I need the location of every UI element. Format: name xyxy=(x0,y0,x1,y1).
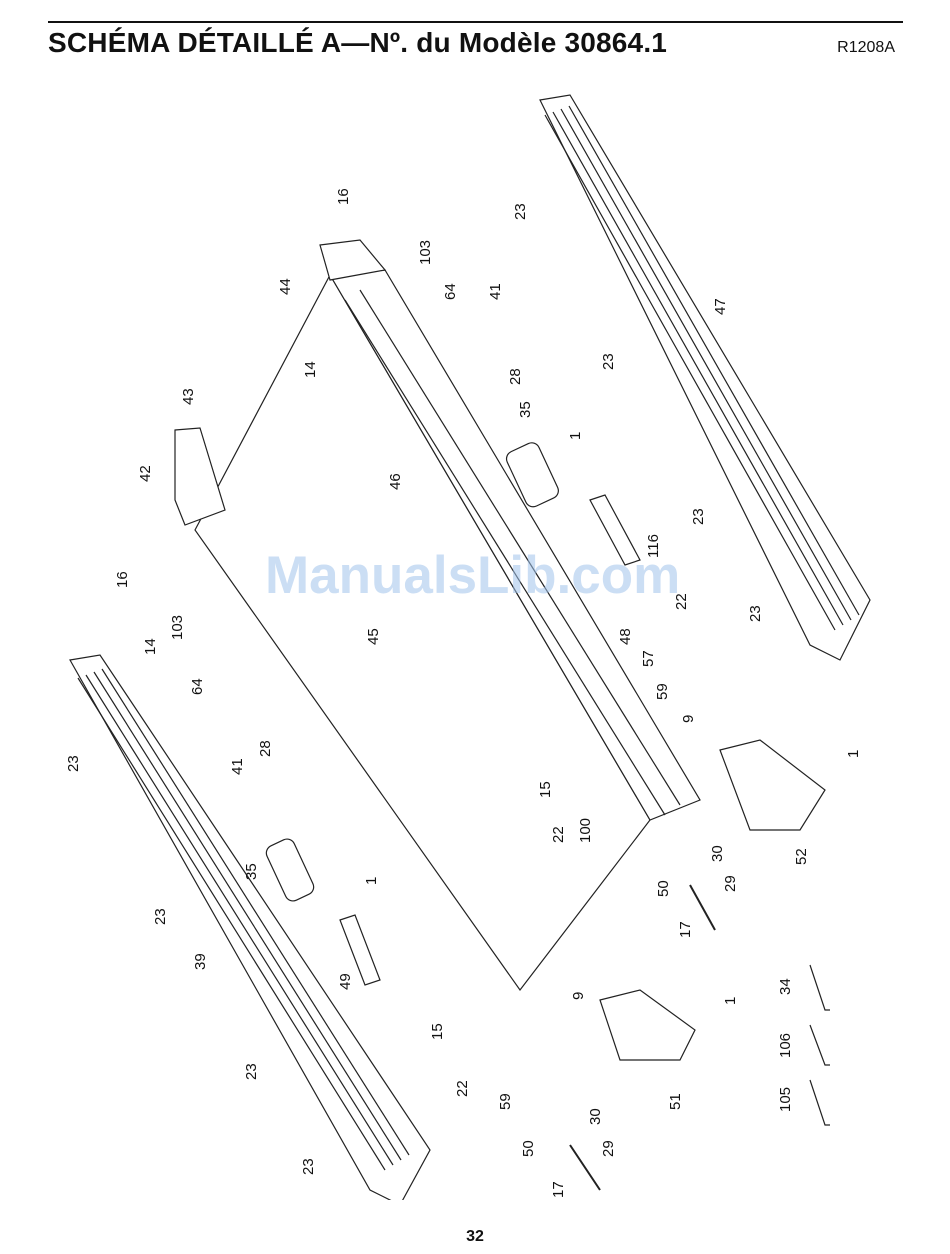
label-41-left: 41 xyxy=(229,758,246,775)
label-103-left: 103 xyxy=(169,615,186,640)
label-57: 57 xyxy=(640,650,657,667)
label-105: 105 xyxy=(777,1087,794,1112)
label-43: 43 xyxy=(180,388,197,405)
label-116: 116 xyxy=(645,534,662,558)
label-14-top: 14 xyxy=(302,361,319,378)
label-23-f: 23 xyxy=(152,908,169,925)
label-23-g: 23 xyxy=(243,1063,260,1080)
label-23-b: 23 xyxy=(600,353,617,370)
label-35-bottom: 35 xyxy=(243,863,260,880)
rear-foot-left xyxy=(600,990,695,1060)
label-29-right: 29 xyxy=(722,875,739,892)
label-23-e: 23 xyxy=(65,755,82,772)
diagram-drawing xyxy=(70,95,870,1200)
label-28-top: 28 xyxy=(507,368,524,385)
label-100: 100 xyxy=(577,818,594,843)
label-59-right: 59 xyxy=(654,683,671,700)
label-30-right: 30 xyxy=(709,845,726,862)
label-15-left: 15 xyxy=(429,1023,446,1040)
label-9-right: 9 xyxy=(680,715,697,723)
ubolt-34 xyxy=(810,965,830,1010)
label-23-a: 23 xyxy=(512,203,529,220)
header-rule xyxy=(48,21,903,23)
label-51: 51 xyxy=(667,1093,684,1110)
ubolt-105 xyxy=(810,1080,830,1125)
label-64-left: 64 xyxy=(189,678,206,695)
label-103-top: 103 xyxy=(417,240,434,265)
label-1-c: 1 xyxy=(363,877,380,885)
bolt-17-left xyxy=(570,1145,600,1190)
label-16-top: 16 xyxy=(335,188,352,205)
label-23-h: 23 xyxy=(300,1158,317,1175)
label-17-right: 17 xyxy=(677,921,694,938)
ubolt-106 xyxy=(810,1025,830,1065)
label-46: 46 xyxy=(387,473,404,490)
label-16-left: 16 xyxy=(114,571,131,588)
label-48: 48 xyxy=(617,628,634,645)
label-39: 39 xyxy=(192,953,209,970)
pad-35-bottom xyxy=(264,836,317,903)
label-41-top: 41 xyxy=(487,283,504,300)
label-59-left: 59 xyxy=(497,1093,514,1110)
label-47: 47 xyxy=(712,298,729,315)
label-50-left: 50 xyxy=(520,1140,537,1157)
label-22-top: 22 xyxy=(673,593,690,610)
exploded-diagram: 16 103 44 64 41 14 28 23 47 23 43 35 1 4… xyxy=(0,80,950,1200)
label-15-right: 15 xyxy=(537,781,554,798)
label-17-left: 17 xyxy=(550,1181,567,1198)
page-number: 32 xyxy=(0,1228,950,1246)
label-23-c: 23 xyxy=(690,508,707,525)
label-1-d: 1 xyxy=(722,997,739,1005)
rear-foot-right xyxy=(720,740,825,830)
label-35-top: 35 xyxy=(517,401,534,418)
decal-116 xyxy=(590,495,640,565)
label-50-right: 50 xyxy=(655,880,672,897)
label-64-top: 64 xyxy=(442,283,459,300)
label-1-a: 1 xyxy=(567,432,584,440)
left-hood-piece xyxy=(175,428,225,525)
page-title: SCHÉMA DÉTAILLÉ A—Nº. du Modèle 30864.1 xyxy=(48,27,667,59)
label-22-right: 22 xyxy=(550,826,567,843)
label-34: 34 xyxy=(777,978,794,995)
label-9-left: 9 xyxy=(570,992,587,1000)
label-1-b: 1 xyxy=(845,750,862,758)
label-44: 44 xyxy=(277,278,294,295)
label-29-left: 29 xyxy=(600,1140,617,1157)
diagram-code: R1208A xyxy=(837,39,895,57)
label-23-d: 23 xyxy=(747,605,764,622)
label-52: 52 xyxy=(793,848,810,865)
right-side-rail xyxy=(540,95,870,660)
label-49: 49 xyxy=(337,973,354,990)
label-14-left: 14 xyxy=(142,638,159,655)
label-42: 42 xyxy=(137,465,154,482)
label-28-left: 28 xyxy=(257,740,274,757)
label-106: 106 xyxy=(777,1033,794,1058)
label-45: 45 xyxy=(365,628,382,645)
label-22-left: 22 xyxy=(454,1080,471,1097)
label-30-left: 30 xyxy=(587,1108,604,1125)
